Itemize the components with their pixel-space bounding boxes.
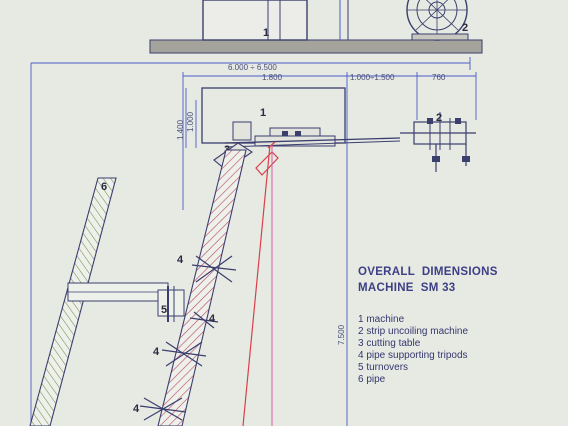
callout-tripod-4: 4: [133, 403, 140, 415]
pipe-turned: [29, 177, 117, 426]
legend-item: 2 strip uncoiling machine: [358, 326, 468, 337]
strip-line: [242, 144, 271, 426]
tripod-1: [191, 255, 237, 283]
legend-item: 6 pipe: [358, 374, 386, 385]
dim-machine-width: 1.800: [262, 73, 283, 82]
callout-uncoiler-elevation: 2: [462, 22, 468, 34]
turnover-device: [157, 289, 185, 317]
dimension-lines: 6.000 ÷ 6.500 1.800 1.000÷1.500 760 1.40…: [30, 57, 477, 426]
legend: OVERALL DIMENSIONS MACHINE SM 33 1 machi…: [358, 266, 498, 385]
dim-total-length: 7.500: [337, 324, 346, 345]
legend-title-line1: OVERALL DIMENSIONS: [358, 266, 498, 278]
callout-turnover: 5: [161, 304, 167, 316]
floor-slab: [149, 39, 483, 54]
legend-title-line2: MACHINE SM 33: [358, 282, 456, 294]
dim-gap-width: 1.000÷1.500: [350, 73, 395, 82]
elevation-view: 1 2: [149, 0, 483, 54]
tripod-2: [161, 341, 207, 367]
callout-tripod-2: 4: [153, 346, 160, 358]
callout-machine: 1: [260, 107, 266, 119]
machine-body-elevation: [202, 0, 308, 41]
callout-machine-elevation: 1: [263, 27, 269, 39]
dim-height-outer: 1.400: [176, 119, 185, 140]
legend-item: 5 turnovers: [358, 362, 408, 373]
pipe-main: [157, 149, 247, 426]
dim-uncoiler-width: 760: [432, 73, 446, 82]
pipe-layout: 5 6: [29, 144, 273, 426]
tripod-4: [139, 397, 187, 421]
tripod-3: [189, 311, 219, 329]
legend-item: 3 cutting table: [358, 338, 421, 349]
callout-pipe: 6: [101, 181, 107, 193]
dim-overall-width: 6.000 ÷ 6.500: [228, 63, 277, 72]
dim-height-inner: 1.000: [186, 111, 195, 132]
callout-tripod-1: 4: [177, 254, 184, 266]
legend-item: 4 pipe supporting tripods: [358, 350, 468, 361]
legend-item: 1 machine: [358, 314, 405, 325]
callout-uncoiler: 2: [436, 112, 442, 124]
tripods: [139, 255, 237, 421]
callout-tripod-3: 4: [209, 313, 216, 325]
